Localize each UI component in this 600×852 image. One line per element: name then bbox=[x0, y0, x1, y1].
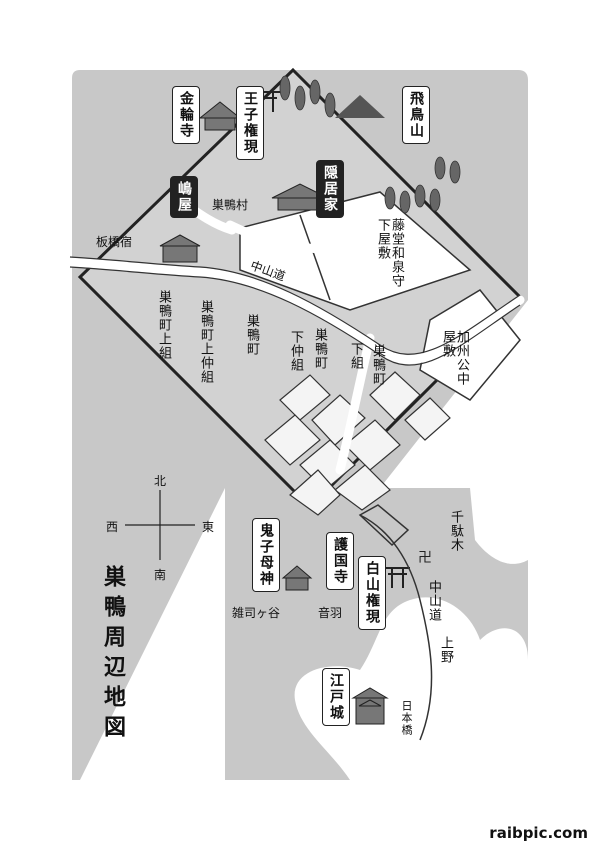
label-kaminaka: 巣鴨町上仲組 bbox=[198, 300, 213, 384]
building-icons bbox=[159, 101, 389, 725]
label-shimaya: 嶋屋 bbox=[170, 176, 198, 218]
label-kamigumi: 巣鴨町上組 bbox=[156, 290, 171, 360]
label-nihonbashi: 日本橋 bbox=[400, 700, 413, 736]
label-shimonaka: 下仲組 bbox=[288, 330, 303, 372]
label-kishimojin: 鬼子母神 bbox=[252, 518, 280, 592]
label-nakasendo-lower: 中山道 bbox=[426, 580, 441, 622]
label-kaga-estate: 加州公中屋敷 bbox=[440, 330, 469, 386]
label-otowa: 音羽 bbox=[318, 606, 343, 620]
label-kinrinji: 金輪寺 bbox=[172, 86, 200, 144]
compass-west: 西 bbox=[106, 520, 119, 534]
temple-mark-icon: 卍 bbox=[418, 550, 432, 566]
compass-north: 北 bbox=[154, 474, 167, 488]
label-edojo: 江戸城 bbox=[322, 668, 350, 726]
label-shimogumi: 下組 bbox=[348, 342, 363, 370]
compass bbox=[125, 490, 195, 560]
label-hakusan-gongen: 白山権現 bbox=[358, 556, 386, 630]
label-zoshigaya: 雑司ヶ谷 bbox=[232, 606, 281, 620]
road-edges bbox=[69, 256, 521, 366]
label-inkyoya: 隠居家 bbox=[316, 160, 344, 218]
site-credit[interactable]: raibpic.com bbox=[489, 824, 588, 842]
lower-right-white bbox=[470, 488, 528, 564]
torii-icons bbox=[255, 91, 410, 588]
roads bbox=[65, 195, 525, 475]
label-sugamocho3: 巣鴨町 bbox=[370, 344, 385, 386]
compass-south: 南 bbox=[154, 568, 167, 582]
map-title: 巣鴨周辺地図 bbox=[100, 565, 125, 745]
label-sugamocho2: 巣鴨町 bbox=[312, 328, 327, 370]
estate-divider bbox=[299, 214, 331, 301]
label-sugamomura: 巣鴨村 bbox=[212, 198, 249, 212]
label-gokokuji: 護国寺 bbox=[326, 532, 354, 590]
nakasendo-line bbox=[359, 514, 433, 741]
label-ueno: 上野 bbox=[438, 636, 453, 664]
river-lowland bbox=[294, 597, 528, 780]
trees bbox=[279, 75, 461, 214]
label-sugamocho: 巣鴨町 bbox=[244, 314, 259, 356]
gate-path bbox=[358, 504, 410, 547]
compass-east: 東 bbox=[202, 520, 215, 534]
asukayama-hill bbox=[335, 95, 385, 118]
label-asukayama: 飛鳥山 bbox=[402, 86, 430, 144]
label-todo-estate: 藤堂和泉守下屋敷 bbox=[375, 218, 404, 288]
todo-estate bbox=[239, 191, 472, 311]
label-sendagi: 千駄木 bbox=[448, 510, 463, 552]
label-itabashi: 板橋宿 bbox=[96, 235, 133, 249]
label-oji-gongen: 王子権現 bbox=[236, 86, 264, 160]
